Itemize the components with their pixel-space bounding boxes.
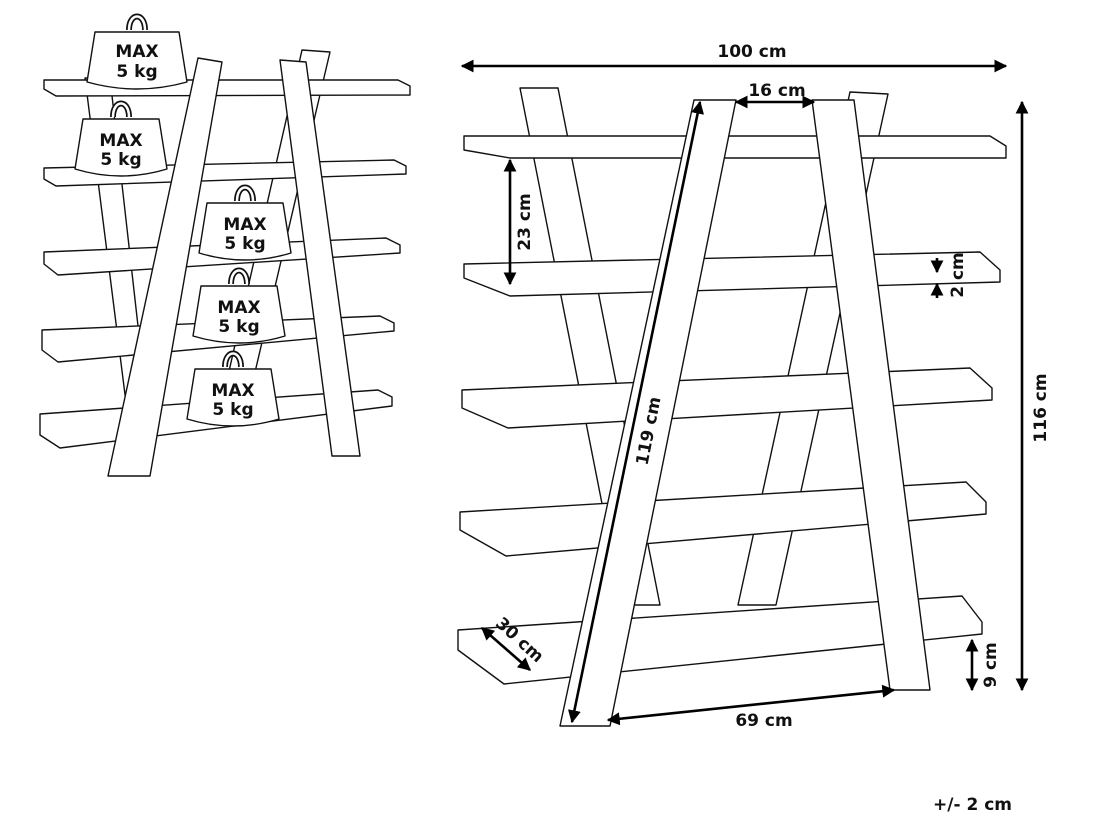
- weight-max-label: MAX: [115, 42, 158, 62]
- weight-handle: [127, 15, 147, 31]
- weight-load-label: 5 kg: [116, 62, 157, 82]
- weight: MAX 5 kg: [74, 100, 168, 177]
- weight-handle: [229, 269, 249, 285]
- weight-body: [198, 202, 292, 261]
- front-leg-left: [107, 57, 223, 477]
- weight-load-label: 5 kg: [212, 400, 253, 420]
- weight-body: [86, 31, 188, 90]
- weight: MAX 5 kg: [86, 13, 188, 90]
- base-width-label: 69 cm: [735, 711, 792, 731]
- weight-handle: [223, 352, 243, 368]
- tolerance-note: +/- 2 cm: [933, 795, 1012, 815]
- weight-max-label: MAX: [99, 131, 142, 151]
- weight-max-label: MAX: [223, 215, 266, 235]
- weight-handle: [235, 186, 255, 202]
- clearance-label: 9 cm: [981, 642, 1001, 688]
- weight-body: [74, 118, 168, 177]
- front-leg-right: [279, 59, 361, 457]
- weight-load-label: 5 kg: [100, 150, 141, 170]
- depth-arrow: [481, 627, 531, 671]
- weight-body: [192, 285, 286, 344]
- right-shelves: [457, 135, 1007, 685]
- width-label: 100 cm: [717, 42, 786, 62]
- weight-max-label: MAX: [211, 381, 254, 401]
- weight-handle: [111, 102, 131, 118]
- dimension-view: 100 cm 16 cm 23 cm 2 cm 116 cm 119 cm 30…: [457, 42, 1051, 731]
- shelf-spacing-label: 23 cm: [515, 193, 535, 250]
- weight-load-label: 5 kg: [218, 317, 259, 337]
- top-gap-label: 16 cm: [748, 81, 805, 101]
- leg-length-arrow: [567, 100, 705, 724]
- base-width-arrow: [606, 684, 896, 726]
- load-view: MAX 5 kg MAX 5 kg MAX 5 kg MAX 5 kg: [39, 13, 411, 477]
- weight-max-label: MAX: [217, 298, 260, 318]
- weight-body: [186, 368, 280, 427]
- weight-load-label: 5 kg: [224, 234, 265, 254]
- shelf: [463, 135, 1007, 159]
- height-label: 116 cm: [1031, 373, 1051, 442]
- weight: MAX 5 kg: [198, 184, 292, 261]
- weight: MAX 5 kg: [192, 267, 286, 344]
- shelf: [461, 367, 993, 429]
- front-leg-right: [811, 99, 931, 691]
- shelf: [463, 251, 1001, 297]
- weight: MAX 5 kg: [186, 350, 280, 427]
- thickness-label: 2 cm: [948, 252, 968, 298]
